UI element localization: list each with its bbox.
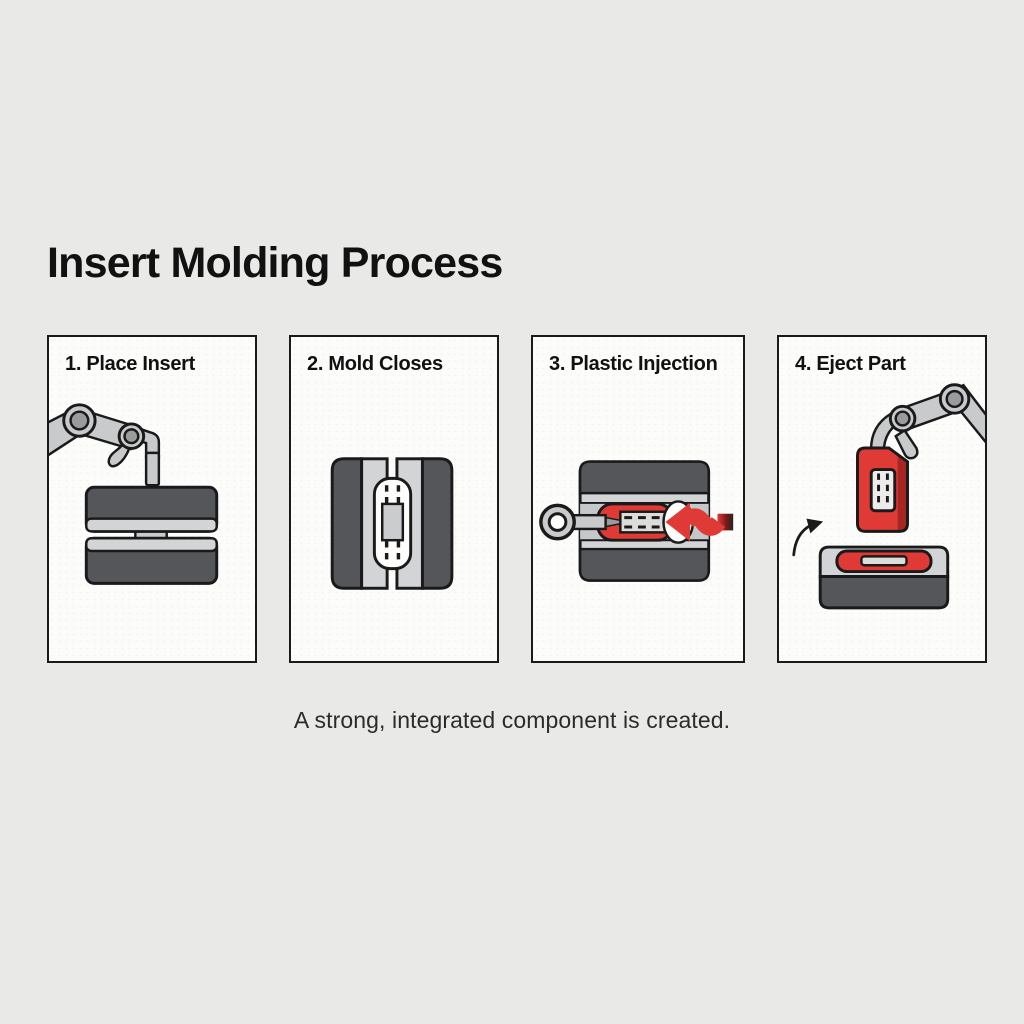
mold-base-icon — [818, 545, 950, 610]
mold-cavity-icon — [372, 476, 413, 571]
process-steps-row: 1. Place Insert 2. Mol — [47, 335, 987, 663]
molded-part-icon — [856, 446, 909, 533]
robot-arm-icon — [49, 403, 161, 487]
step-panel-place-insert: 1. Place Insert — [47, 335, 257, 663]
insert-icon — [619, 510, 669, 534]
step-label: 2. Mold Closes — [307, 353, 443, 375]
plastic-injection-illustration — [539, 460, 734, 582]
injection-arrow-icon — [665, 502, 734, 542]
place-insert-illustration — [49, 403, 219, 585]
step-label: 1. Place Insert — [65, 353, 196, 375]
injection-nozzle-icon — [539, 503, 623, 541]
page-title: Insert Molding Process — [47, 239, 503, 287]
step-label: 3. Plastic Injection — [549, 353, 718, 375]
insert-icon — [869, 468, 897, 513]
insert-icon — [381, 502, 405, 542]
step-label: 4. Eject Part — [795, 353, 906, 375]
step-panel-plastic-injection: 3. Plastic Injection — [531, 335, 745, 663]
eject-part-illustration — [792, 383, 985, 610]
eject-arrow-icon — [792, 518, 824, 557]
step-panel-mold-closes: 2. Mold Closes — [289, 335, 499, 663]
step-panel-eject-part: 4. Eject Part — [777, 335, 987, 663]
mold-closes-illustration — [330, 457, 454, 590]
open-mold-icon — [84, 485, 219, 585]
robot-arm-icon — [869, 383, 985, 460]
caption-text: A strong, integrated component is create… — [293, 707, 731, 733]
